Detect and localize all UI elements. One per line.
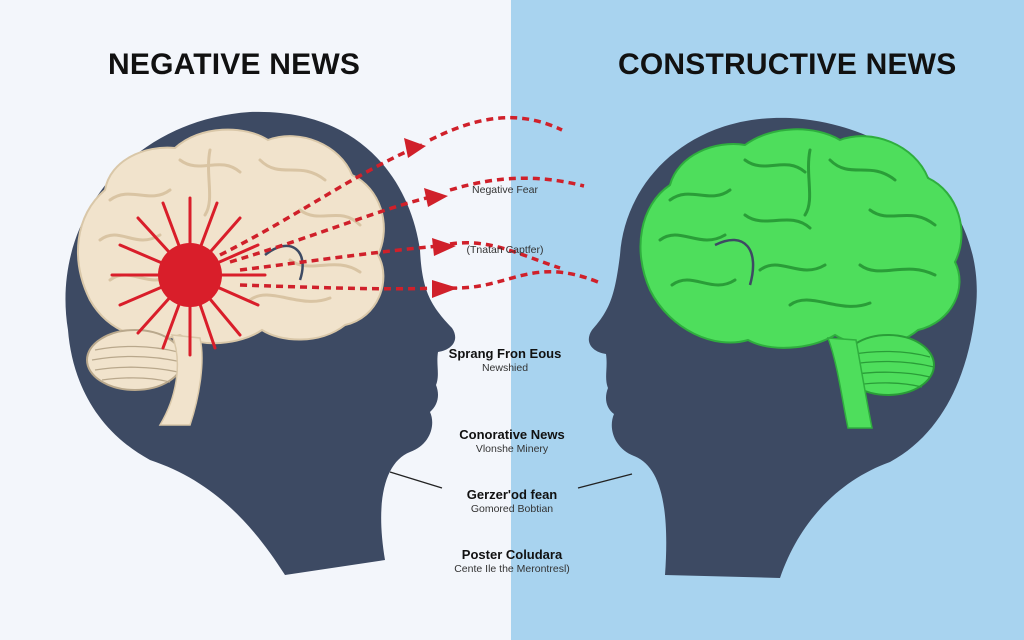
stress-burst-core	[158, 243, 222, 307]
center-label-1-sub: Newshied	[481, 362, 529, 374]
leader-line-left	[389, 471, 443, 489]
leader-line-right	[577, 473, 633, 489]
healthy-brain-icon	[639, 128, 963, 429]
signal-arrows	[219, 115, 599, 291]
center-label-2-heading: Conorative News	[459, 427, 565, 442]
signal-arrow-1	[219, 143, 423, 257]
center-label-2-sub: Vlonshe Minery	[475, 443, 549, 455]
signal-arrow-4	[239, 283, 441, 291]
negative-news-title: NEGATIVE NEWS	[108, 48, 361, 81]
constructive-news-title: CONSTRUCTIVE NEWS	[618, 48, 957, 81]
center-label-1-heading: Sprang Fron Eous	[448, 346, 562, 361]
arrow-label-negative-fear: Negative Fear	[472, 184, 538, 196]
signal-arrow-2-tail	[449, 176, 585, 192]
signal-arrow-2	[229, 193, 441, 264]
center-label-4-heading: Poster Coludara	[461, 547, 563, 562]
signal-arrow-3	[239, 244, 441, 272]
signal-arrow-1-tail	[429, 115, 563, 142]
center-label-3-sub: Gomored Bobtian	[470, 503, 554, 515]
arrowheads	[404, 138, 458, 298]
center-label-4-sub: Cente Ile the Merontresl)	[454, 563, 570, 575]
signal-arrow-3-tail	[449, 241, 561, 270]
center-label-3-heading: Gerzer'od fean	[466, 487, 558, 502]
signal-arrow-4-tail	[449, 269, 599, 290]
arrow-label-caption: (Tnatan Captfer)	[466, 244, 544, 256]
